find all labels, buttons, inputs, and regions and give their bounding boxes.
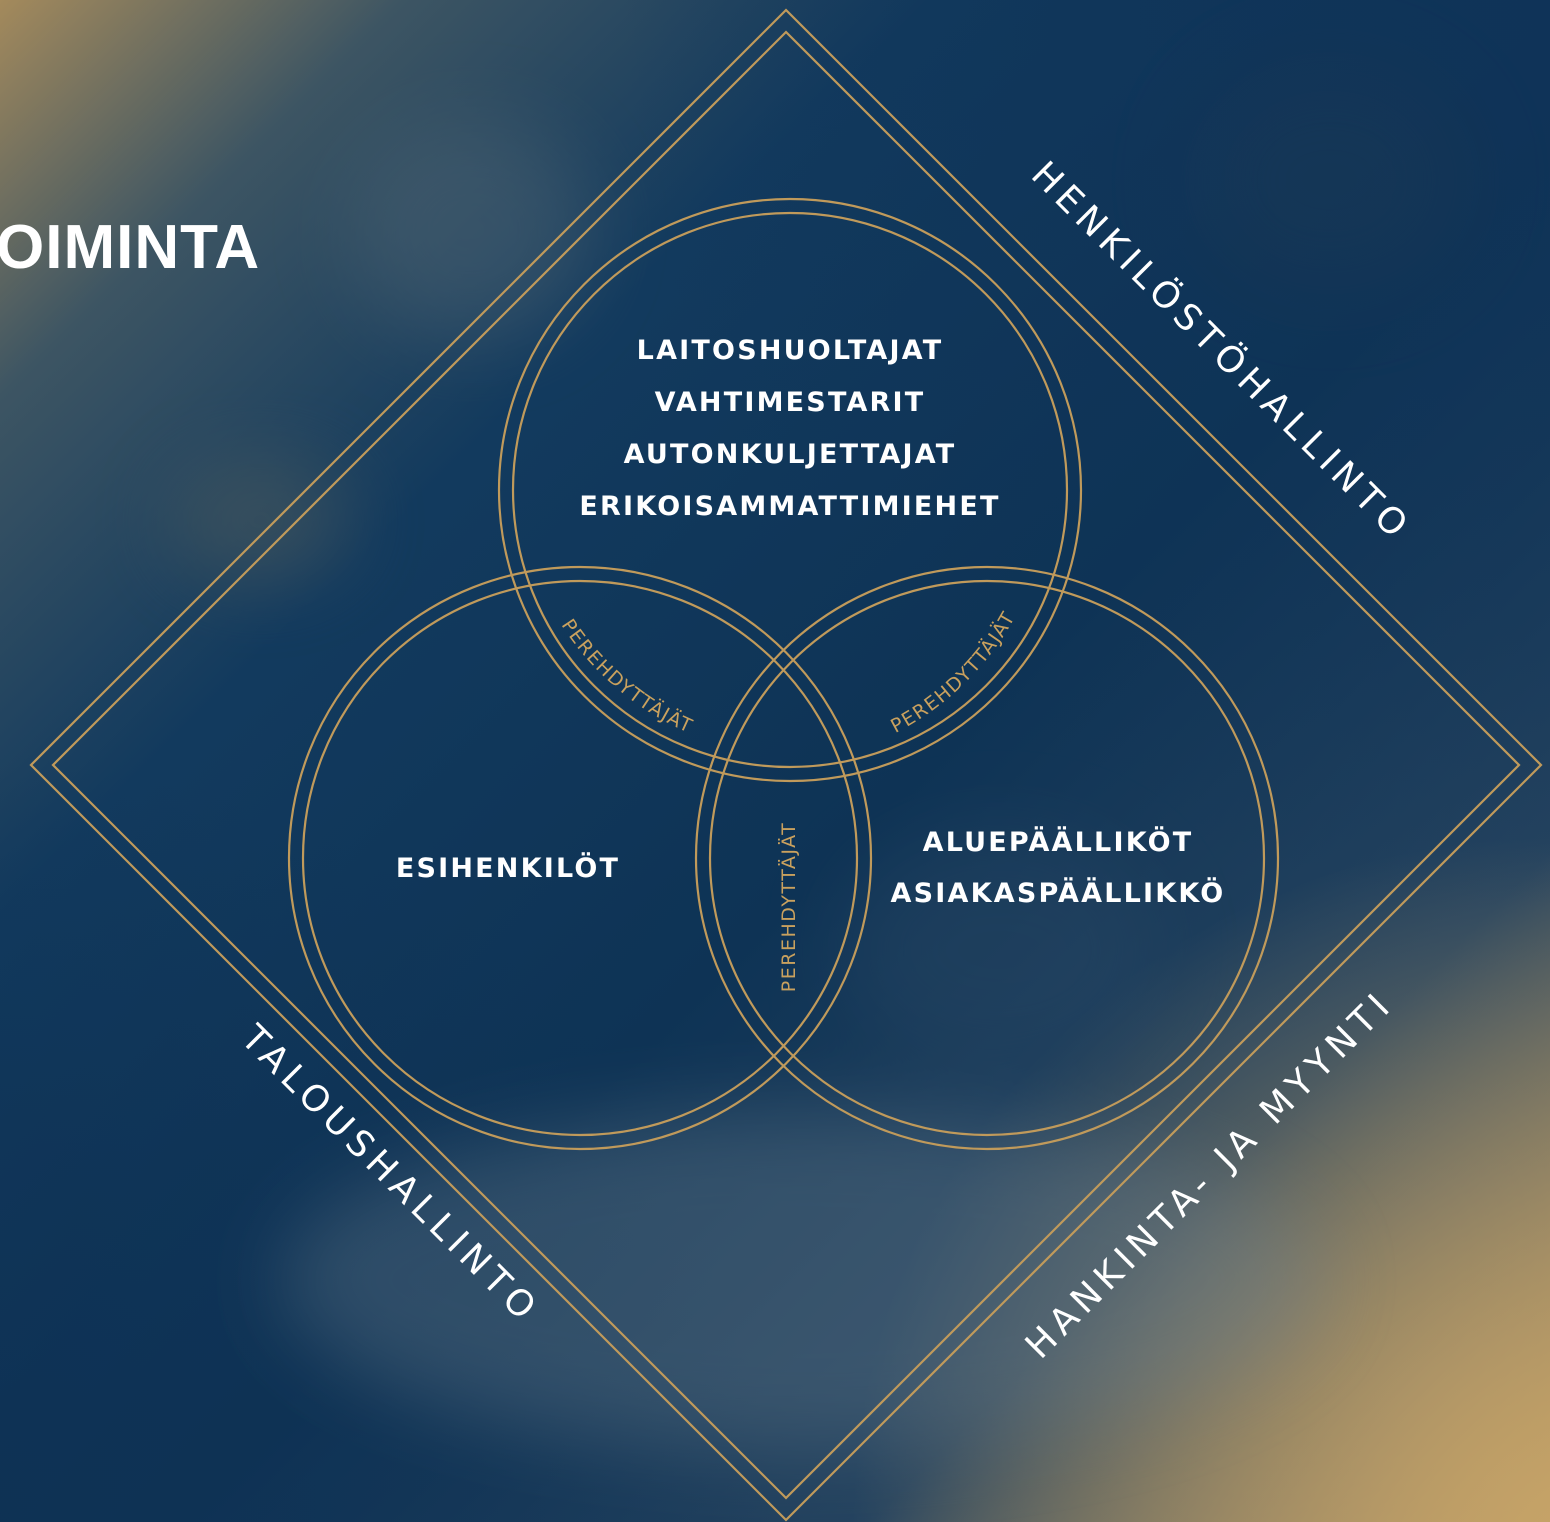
circle-left-inner xyxy=(301,579,859,1137)
diamond-frame xyxy=(29,8,1543,1522)
circle-top-line: AUTONKULJETTAJAT xyxy=(624,439,957,470)
page-title: OIMINTA xyxy=(0,213,260,282)
circle-left-outer xyxy=(287,565,873,1151)
circle-top-line: LAITOSHUOLTAJAT xyxy=(637,335,944,366)
circle-top-inner xyxy=(511,211,1069,769)
circle-right-inner xyxy=(708,579,1266,1137)
circle-right-line: ASIAKASPÄÄLLIKKÖ xyxy=(891,876,1226,909)
venn-circles xyxy=(287,197,1280,1151)
circle-right-labels: ALUEPÄÄLLIKÖT ASIAKASPÄÄLLIKKÖ xyxy=(891,825,1226,909)
circle-top-line: VAHTIMESTARIT xyxy=(655,387,926,418)
overlap-label-left-right: PEREHDYTTÄJÄT xyxy=(777,822,800,992)
circle-right-outer xyxy=(694,565,1280,1151)
circle-left-label: ESIHENKILÖT xyxy=(396,851,620,884)
circle-top-outer xyxy=(497,197,1083,783)
background-photo-shapes xyxy=(170,60,1470,1450)
circle-top-line: ERIKOISAMMATTIMIEHET xyxy=(579,491,1000,522)
circle-right-line: ALUEPÄÄLLIKÖT xyxy=(923,825,1194,858)
circle-top-labels: LAITOSHUOLTAJAT VAHTIMESTARIT AUTONKULJE… xyxy=(579,335,1000,522)
